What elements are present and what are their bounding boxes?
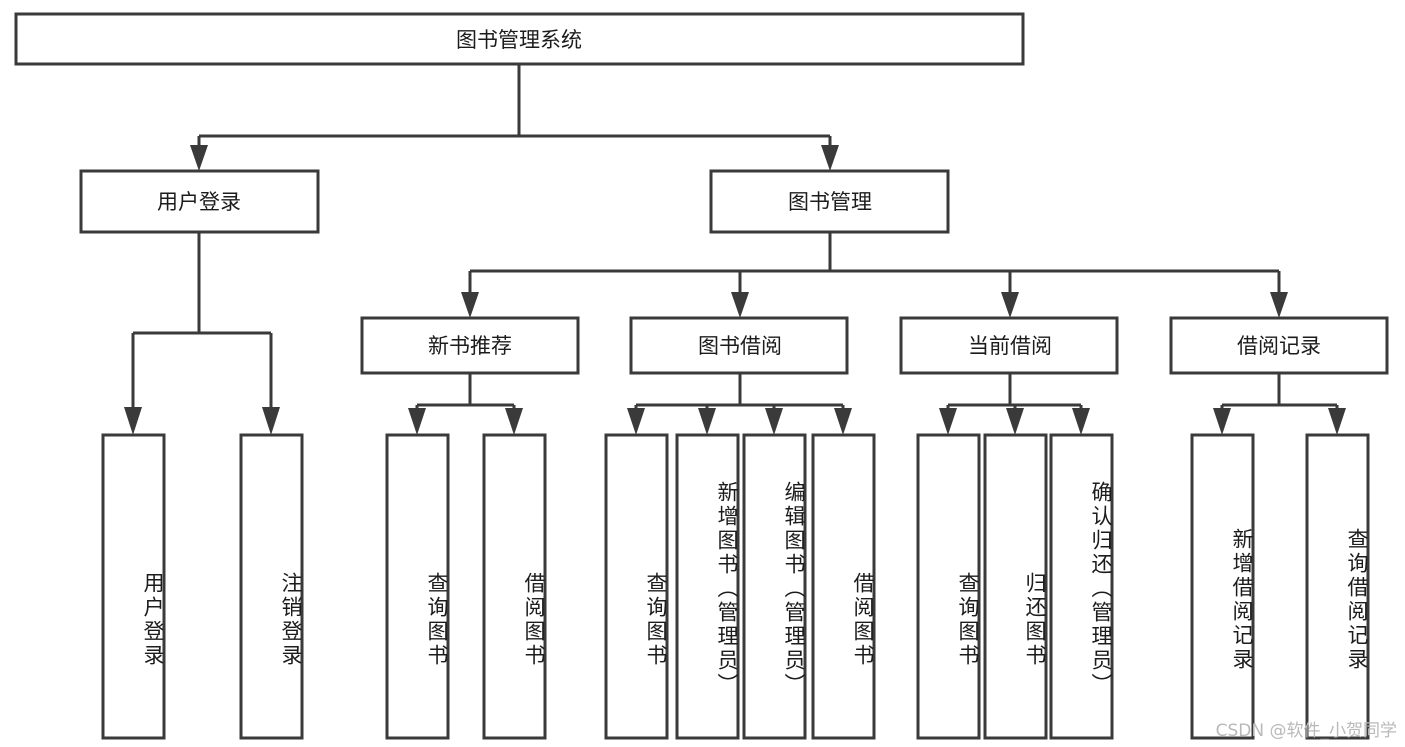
arrow-nbr-leaf-1: [408, 408, 426, 435]
arrow-cb-leaf-1: [939, 408, 957, 435]
arrow-to-borrow-record: [1270, 292, 1288, 318]
arrow-to-new-book-recommend: [461, 292, 479, 318]
arrow-nbr-leaf-2: [505, 408, 523, 435]
arrow-to-leaf-user-login: [124, 407, 142, 435]
node-current-borrow-label: 当前借阅: [968, 334, 1052, 358]
node-borrow-record-box[interactable]: [1169, 316, 1389, 375]
node-user-login-box[interactable]: [79, 169, 320, 234]
connector-book-management-to-level3: [468, 232, 1281, 298]
arrow-bb-leaf-4: [834, 408, 852, 435]
leaf-box-cb-confirm-return[interactable]: [1049, 433, 1114, 740]
leaf-box-br-add-record[interactable]: [1190, 433, 1255, 740]
node-new-book-recommend-box[interactable]: [360, 316, 580, 375]
connector-borrow-record-to-leaves: [1220, 373, 1339, 414]
arrow-bb-leaf-1: [627, 408, 645, 435]
connector-user-login-to-leaves: [131, 232, 273, 412]
node-new-book-recommend-label: 新书推荐: [428, 334, 512, 358]
connector-book-borrow-to-leaves: [634, 373, 845, 414]
arrow-bb-leaf-3: [765, 408, 783, 435]
leaf-box-bb-query-book[interactable]: [604, 433, 669, 740]
arrow-bb-leaf-2: [698, 408, 716, 435]
leaf-box-logout[interactable]: [239, 433, 304, 740]
leaf-box-br-query-record[interactable]: [1305, 433, 1370, 740]
leaf-box-bb-edit-book[interactable]: [742, 433, 807, 740]
leaf-box-bb-add-book[interactable]: [675, 433, 740, 740]
arrow-cb-leaf-3: [1072, 408, 1090, 435]
arrow-br-leaf-1: [1213, 408, 1231, 435]
connector-root-to-level2: [197, 64, 832, 160]
node-book-management-label: 图书管理: [788, 190, 872, 214]
leaf-box-bb-borrow-book[interactable]: [811, 433, 876, 740]
arrow-to-current-borrow: [1001, 292, 1019, 318]
leaf-box-nbr-query-book[interactable]: [385, 433, 450, 740]
arrow-br-leaf-2: [1328, 408, 1346, 435]
leaf-box-cb-query-book[interactable]: [916, 433, 981, 740]
leaf-box-cb-return-book[interactable]: [983, 433, 1048, 740]
leaf-box-nbr-borrow-book[interactable]: [482, 433, 547, 740]
connector-current-borrow-to-leaves: [946, 373, 1083, 414]
arrow-to-book-management: [821, 145, 839, 171]
node-root-label: 图书管理系统: [456, 28, 582, 52]
arrow-to-leaf-logout: [262, 407, 280, 435]
connector-new-book-recommend-to-leaves: [415, 373, 516, 414]
node-user-login-label: 用户登录: [157, 190, 241, 214]
node-root-box[interactable]: [14, 12, 1025, 66]
watermark-text: CSDN @软件_小贺同学: [1215, 721, 1397, 741]
node-borrow-record-label: 借阅记录: [1237, 334, 1321, 358]
node-current-borrow-box[interactable]: [899, 316, 1119, 375]
arrow-to-book-borrow: [731, 292, 749, 318]
node-book-borrow-label: 图书借阅: [698, 334, 782, 358]
arrow-cb-leaf-2: [1006, 408, 1024, 435]
leaf-box-user-login[interactable]: [101, 433, 166, 740]
node-book-management-box[interactable]: [709, 169, 950, 234]
arrow-to-user-login: [190, 145, 208, 171]
node-book-borrow-box[interactable]: [629, 316, 849, 375]
